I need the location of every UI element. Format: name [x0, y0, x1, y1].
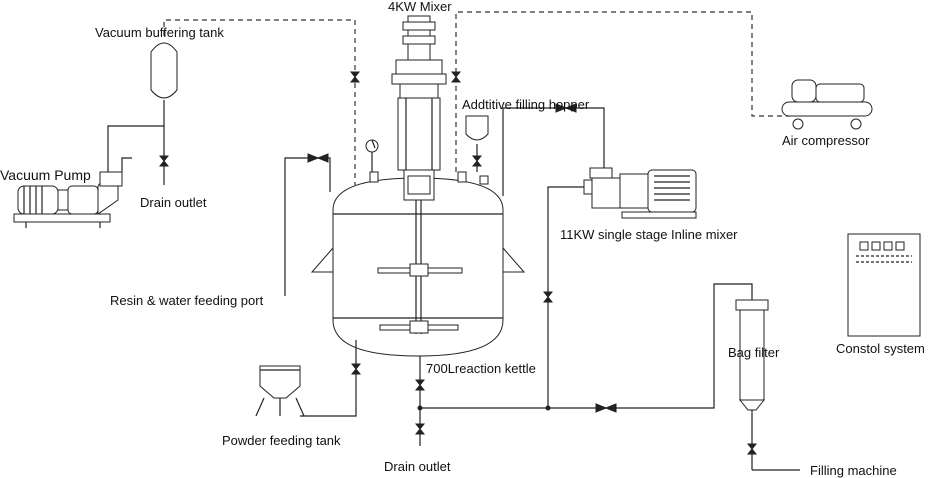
drain-outlet-left-label: Drain outlet [140, 195, 207, 210]
valve-drain-bottom [414, 423, 426, 435]
vacuum-buffering-tank [150, 42, 178, 99]
powder-feed-line [300, 340, 357, 417]
additive-hopper-label: Addtitive filling hopper [462, 97, 590, 112]
recirculation-top-line [502, 107, 605, 196]
inline-mixer-label: 11KW single stage Inline mixer [560, 227, 738, 242]
valve-air [450, 71, 462, 83]
powder-feeding-tank [255, 365, 305, 417]
vacuum-buffer-label: Vacuum buffering tank [95, 25, 224, 40]
valve-powder [350, 363, 362, 375]
control-system-cabinet [847, 233, 921, 337]
pressure-gauge [365, 139, 379, 172]
pump-suction-line [107, 125, 164, 172]
valves [158, 71, 758, 455]
valve-additive [471, 155, 483, 167]
mixer-label: 4KW Mixer [388, 0, 452, 14]
valve-filter-in-b [604, 403, 617, 413]
bag-filter-label: Bag filter [728, 345, 780, 360]
bag-filter [735, 299, 800, 471]
vacuum-pump [13, 157, 132, 228]
vacuum-pump-label: Vacuum Pump [0, 167, 91, 183]
valve-drain-left [158, 155, 170, 167]
mixer-assembly [377, 15, 463, 334]
valve-resin-b [316, 153, 329, 163]
valve-filter-in [595, 403, 608, 413]
inline-mixer [583, 167, 697, 219]
reaction-kettle-label: 700Lreaction kettle [426, 361, 536, 376]
filling-machine-label: Filling machine [810, 463, 897, 478]
drain-outlet-bottom-label: Drain outlet [384, 459, 451, 474]
inline-inlet-line [547, 186, 584, 408]
valve-resin [307, 153, 320, 163]
valve-filter-out [746, 443, 758, 455]
valve-kettle-bottom [414, 379, 426, 391]
resin-feed-line [284, 157, 331, 296]
valve-inline [542, 291, 554, 303]
valve-recirc-b [564, 103, 577, 113]
air-compressor [781, 79, 873, 130]
powder-tank-label: Powder feeding tank [222, 433, 341, 448]
resin-port-label: Resin & water feeding port [110, 293, 264, 308]
air-compressor-label: Air compressor [782, 133, 870, 148]
valve-vacuum [349, 71, 361, 83]
control-system-label: Constol system [836, 341, 925, 356]
air-line [455, 11, 790, 172]
vacuum-line [163, 19, 356, 185]
valve-recirc [555, 103, 568, 113]
